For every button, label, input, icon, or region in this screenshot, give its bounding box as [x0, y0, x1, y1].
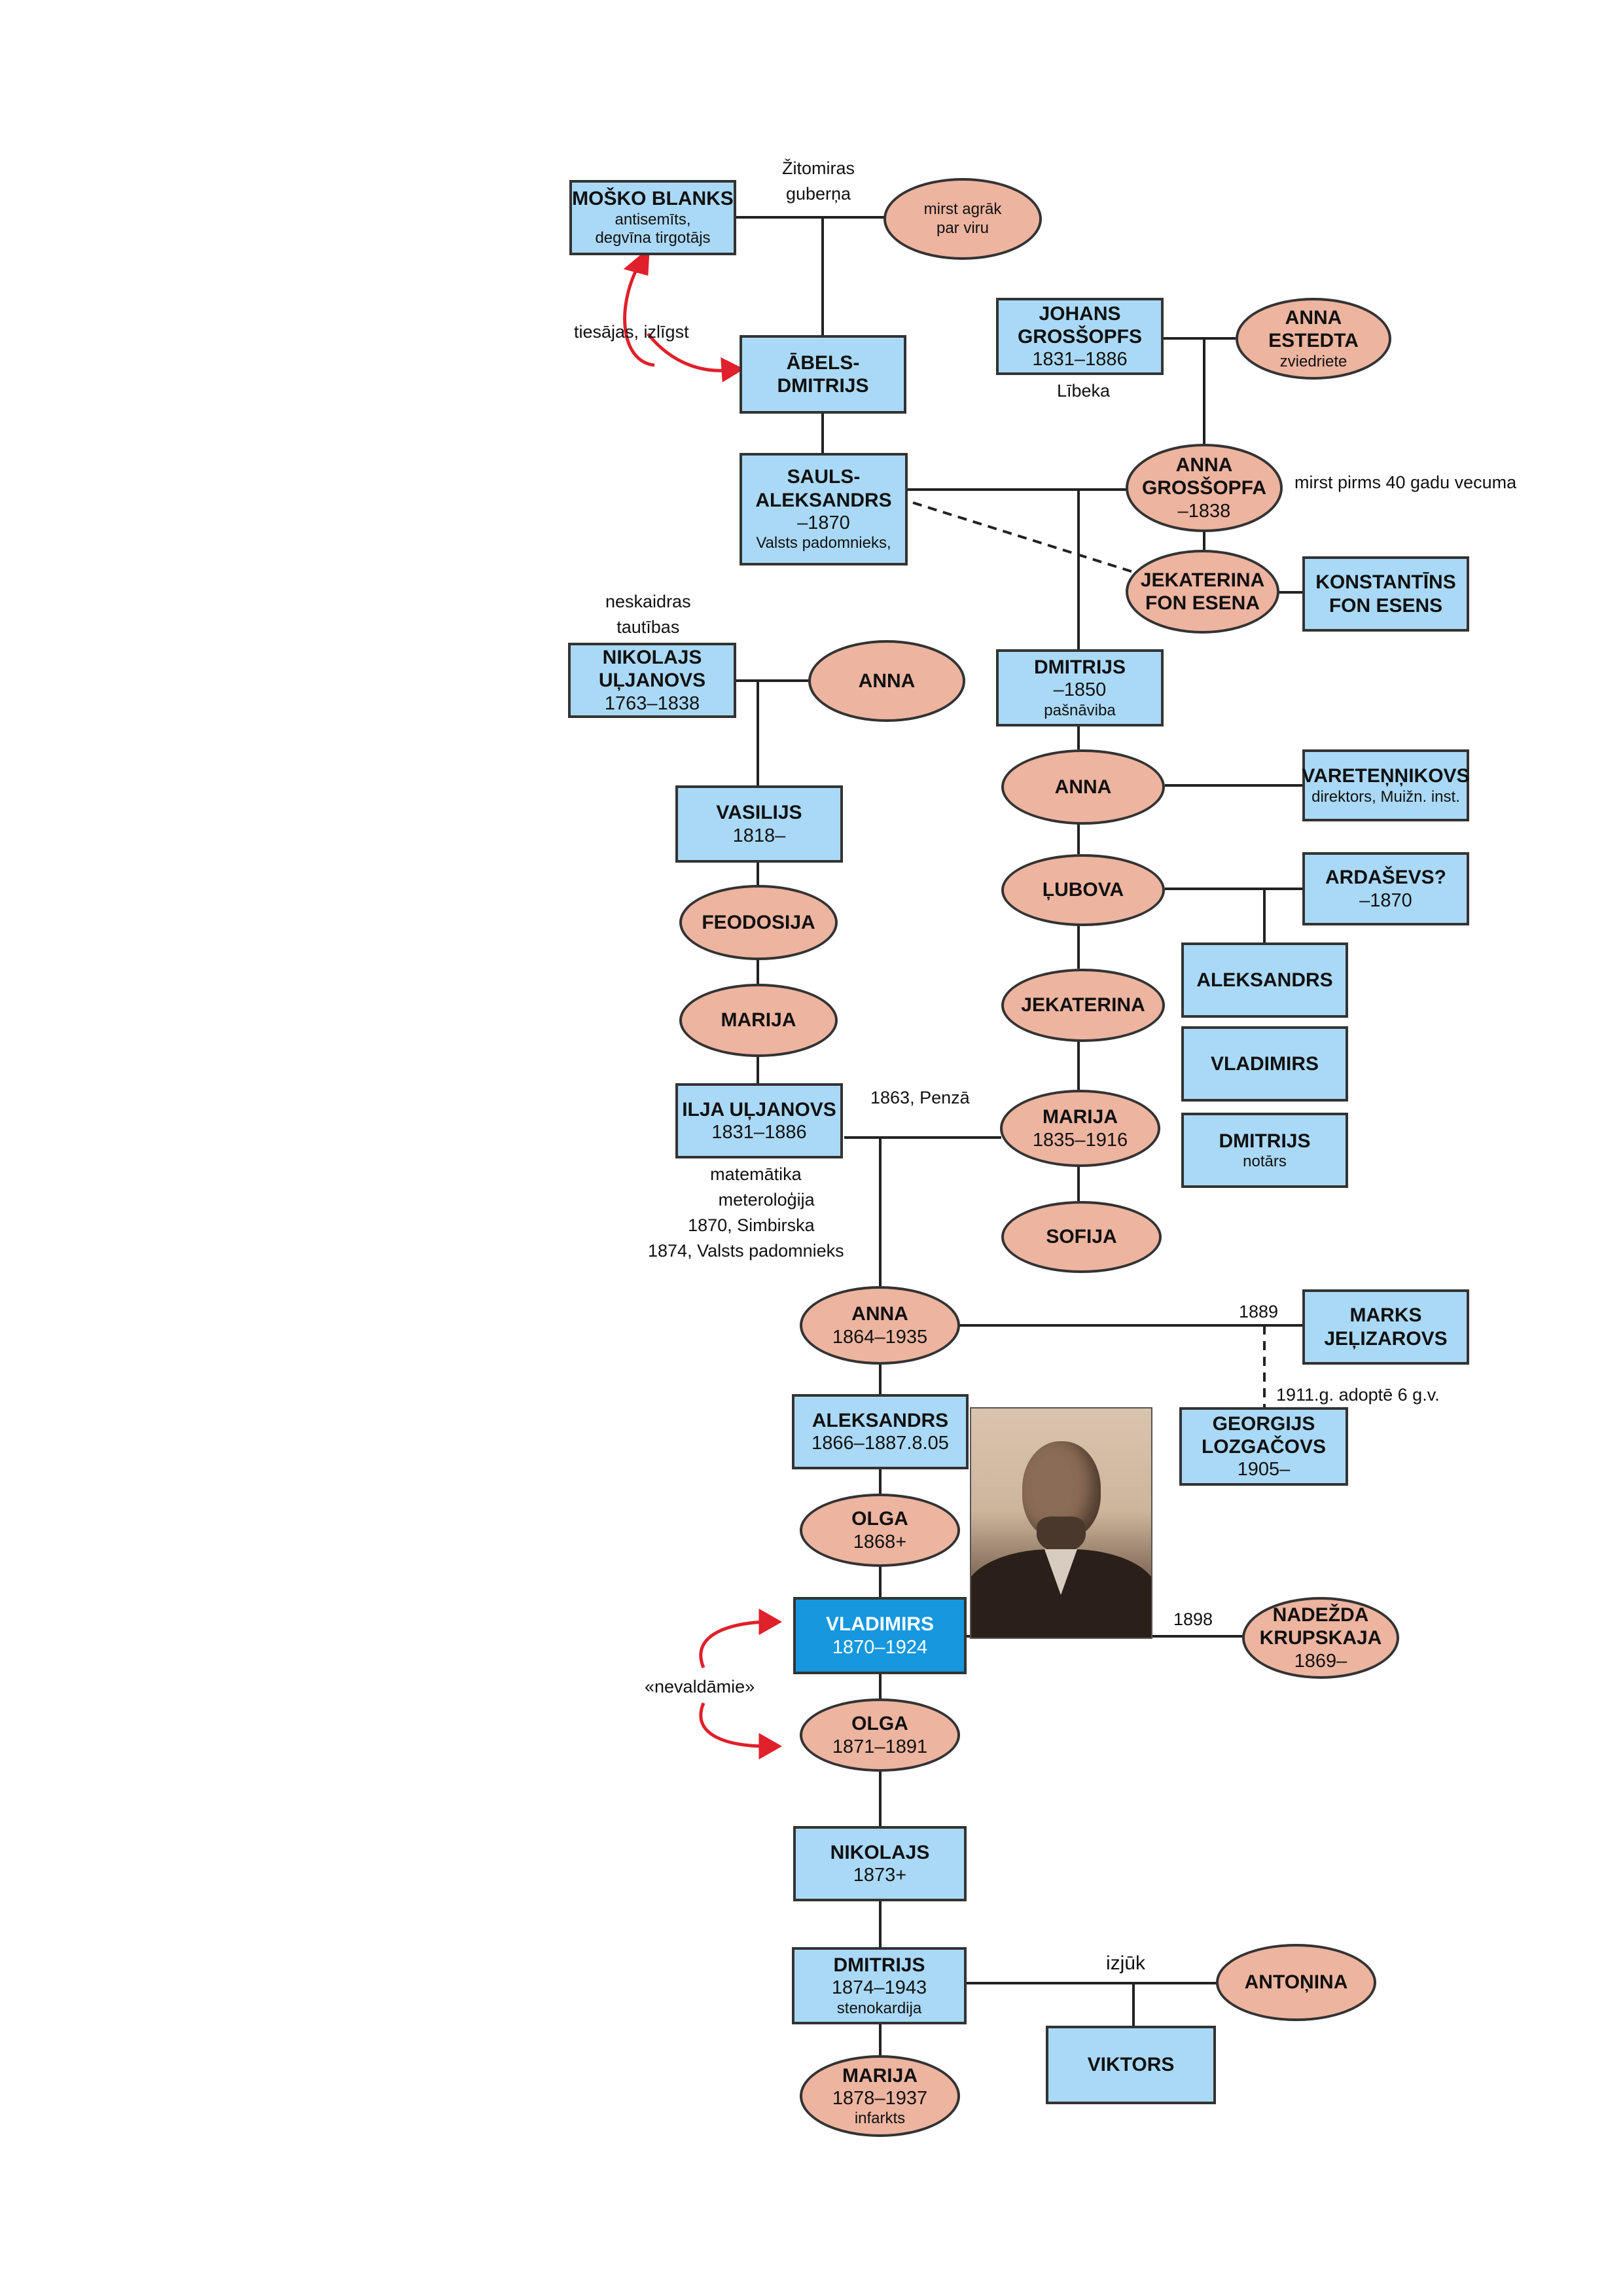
- person-antonina: ANTOŅINA: [1216, 1944, 1376, 2021]
- libeka-label: Lībeka: [1057, 381, 1111, 401]
- person-lubova: ĻUBOVA: [1001, 854, 1165, 926]
- adopte-label: 1911.g. adoptē 6 g.v.: [1276, 1385, 1440, 1405]
- person-anna-grossopfa: ANNA GROSŠOPFA –1838: [1126, 444, 1283, 532]
- person-marija-1: MARIJA: [679, 984, 838, 1057]
- person-marija-blank: MARIJA 1835–1916: [1000, 1090, 1160, 1167]
- person-jekaterina-fon-esena: JEKATERINA FON ESENA: [1126, 550, 1279, 634]
- person-wife-mosko: mirst agrāk par viru: [883, 178, 1042, 260]
- person-ardasevs: ARDAŠEVS? –1870: [1302, 852, 1469, 925]
- year-1889-label: 1889: [1239, 1302, 1279, 1321]
- person-varetennikovs: VARETEŅŅIKOVS direktors, Muižn. inst.: [1302, 749, 1470, 821]
- person-jekaterina-2: JEKATERINA: [1001, 969, 1165, 1042]
- person-georgijs-lozgacovs: GEORGIJS LOZGAČOVS 1905–: [1179, 1407, 1348, 1486]
- person-dmitrijs-uljanovs: DMITRIJS 1874–1943 stenokardija: [792, 1947, 967, 2024]
- ilja-notes: matemātika meteroloģija 1870, Simbirska …: [648, 1164, 844, 1261]
- person-nikolajs: NIKOLAJS 1873+: [793, 1826, 967, 1901]
- person-vasilijs: VASILIJS 1818–: [675, 785, 843, 863]
- person-marija-1878: MARIJA 1878–1937 infarkts: [800, 2055, 960, 2137]
- year-1898-label: 1898: [1173, 1609, 1213, 1629]
- person-anna-1: ANNA: [808, 640, 965, 722]
- person-abels-dmitrijs: ĀBELS- DMITRIJS: [740, 335, 906, 414]
- person-viktors: VIKTORS: [1046, 2026, 1216, 2104]
- person-vladimirs-lenin: VLADIMIRS 1870–1924: [793, 1597, 967, 1674]
- nevaldamie-label: «nevaldāmie»: [645, 1677, 755, 1696]
- person-ilja-uljanovs: ILJA UĻJANOVS 1831–1886: [675, 1083, 843, 1158]
- portrait-photo: [970, 1407, 1152, 1639]
- person-mosko-blanks: MOŠKO BLANKS antisemīts, degvīna tirgotā…: [569, 180, 736, 255]
- person-aleksandrs-ardasevs: ALEKSANDRS: [1181, 942, 1348, 1018]
- person-feodosija: FEODOSIJA: [679, 885, 838, 960]
- person-sauls-aleksandrs: SAULS- ALEKSANDRS –1870 Valsts padomniek…: [740, 453, 908, 565]
- person-nadezda-krupskaja: NADEŽDA KRUPSKAJA 1869–: [1242, 1597, 1399, 1679]
- mirst40-label: mirst pirms 40 gadu vecuma: [1294, 473, 1517, 492]
- person-dmitrijs-ardasevs: DMITRIJS notārs: [1181, 1113, 1348, 1188]
- tiesajas-label: tiesājas, izlīgst: [574, 322, 689, 342]
- person-olga-1871: OLGA 1871–1891: [800, 1698, 960, 1772]
- penza-label: 1863, Penzā: [870, 1088, 970, 1107]
- person-olga-1868: OLGA 1868+: [800, 1494, 960, 1567]
- person-vladimirs-ardasevs: VLADIMIRS: [1181, 1026, 1348, 1102]
- person-dmitrijs-1850: DMITRIJS –1850 pašnāviba: [996, 649, 1164, 726]
- person-johans-grossopfs: JOHANS GROSŠOPFS 1831–1886: [996, 298, 1164, 375]
- izjuk-label: izjūk: [1106, 1952, 1146, 1974]
- person-marks-jelizarovs: MARKS JEĻIZAROVS: [1302, 1289, 1469, 1365]
- person-anna-uljanova: ANNA 1864–1935: [800, 1286, 960, 1365]
- person-nikolajs-uljanovs: NIKOLAJS UĻJANOVS 1763–1838: [568, 643, 736, 718]
- person-aleksandrs-uljanovs: ALEKSANDRS 1866–1887.8.05: [792, 1394, 969, 1469]
- person-anna-2: ANNA: [1001, 749, 1165, 825]
- person-sofija: SOFIJA: [1001, 1201, 1162, 1273]
- person-konstantins-fon-esens: KONSTANTĪNS FON ESENS: [1302, 556, 1469, 632]
- person-anna-estedta: ANNA ESTEDTA zviedriete: [1236, 298, 1391, 380]
